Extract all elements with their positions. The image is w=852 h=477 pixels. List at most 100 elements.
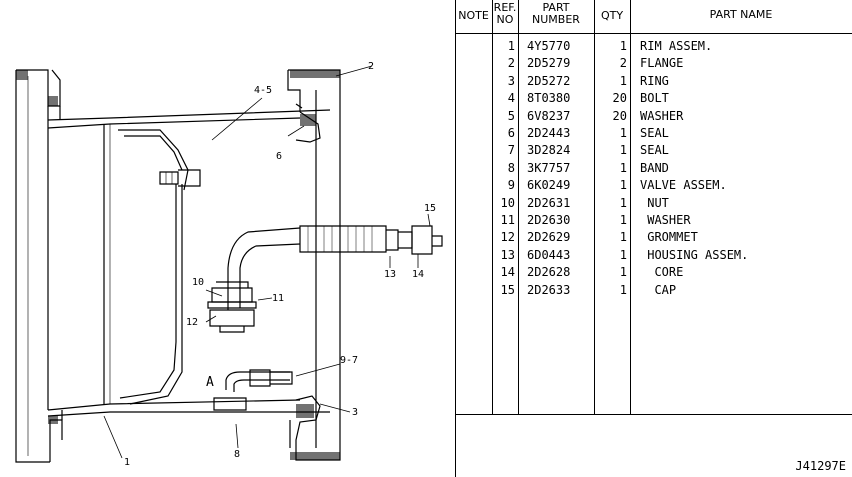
ref-cell: 15 [500, 282, 515, 297]
header-part-line1: PART [542, 1, 570, 14]
part-number-cell: 2D5272 [527, 73, 571, 88]
part-name-cell: GROMMET [640, 230, 698, 245]
table-row: 6 2D2443 1 SEAL [455, 125, 852, 142]
header-part-line2: NUMBER [532, 13, 580, 26]
callout-10: 10 [192, 277, 205, 288]
table-row: 5 6V8237 20 WASHER [455, 108, 852, 125]
qty-cell: 1 [619, 160, 627, 175]
qty-cell: 2 [619, 56, 627, 71]
part-number-cell: 8T0380 [527, 91, 571, 106]
callout-1: 1 [124, 457, 131, 468]
ref-cell: 14 [500, 265, 515, 280]
part-name-cell: HOUSING ASSEM. [640, 247, 749, 262]
part-name-cell: SEAL [640, 143, 669, 158]
table-row: 8 3K7757 1 BAND [455, 160, 852, 177]
part-number-cell: 2D2628 [527, 265, 571, 280]
col-divider-number [594, 0, 595, 414]
qty-cell: 1 [619, 73, 627, 88]
col-divider-note [492, 0, 493, 414]
rim-assembly-drawing: 1 2 3 4-5 6 8 9-7 10 11 12 13 14 15 A [15, 61, 443, 468]
part-name-cell: CORE [640, 265, 684, 280]
part-number-cell: 3K7757 [527, 160, 571, 175]
qty-cell: 1 [619, 195, 627, 210]
ref-cell: 13 [500, 247, 515, 262]
ref-cell: 10 [500, 195, 515, 210]
table-row: 3 2D5272 1 RING [455, 73, 852, 90]
callout-6: 6 [276, 151, 283, 162]
header-ref: REF. NO [492, 2, 518, 26]
header-divider [455, 33, 852, 34]
part-number-cell: 6D0443 [527, 247, 571, 262]
part-number-cell: 6V8237 [527, 108, 571, 123]
ref-cell: 8 [507, 160, 515, 175]
table-row: 9 6K0249 1 VALVE ASSEM. [455, 177, 852, 194]
ref-cell: 9 [507, 178, 515, 193]
table-row: 11 2D2630 1 WASHER [455, 212, 852, 229]
callout-14: 14 [412, 269, 425, 280]
drawing-id: J41297E [795, 459, 846, 473]
part-number-cell: 2D2629 [527, 230, 571, 245]
part-name-cell: WASHER [640, 108, 684, 123]
callout-a: A [206, 375, 214, 390]
ref-cell: 2 [507, 56, 515, 71]
qty-cell: 1 [619, 265, 627, 280]
part-number-cell: 2D2633 [527, 282, 571, 297]
qty-cell: 1 [619, 230, 627, 245]
header-qty: QTY [600, 9, 624, 22]
header-part-number: PART NUMBER [518, 2, 594, 26]
part-number-cell: 2D2631 [527, 195, 571, 210]
part-name-cell: BAND [640, 160, 669, 175]
callout-3: 3 [352, 407, 359, 418]
part-name-cell: RIM ASSEM. [640, 39, 713, 53]
part-name-cell: RING [640, 73, 669, 88]
qty-cell: 1 [619, 213, 627, 227]
qty-cell: 20 [612, 91, 627, 106]
ref-cell: 5 [507, 108, 515, 123]
rim-cross-section-illustration [15, 65, 443, 463]
table-row: 10 2D2631 1 NUT [455, 195, 852, 212]
ref-cell: 11 [500, 213, 515, 227]
part-name-cell: FLANGE [640, 56, 684, 71]
header-note: NOTE [458, 9, 489, 22]
header-ref-line2: NO [496, 13, 514, 26]
col-divider-ref [518, 0, 519, 414]
table-row: 12 2D2629 1 GROMMET [455, 229, 852, 246]
part-name-cell: CAP [640, 282, 677, 297]
qty-cell: 20 [612, 108, 627, 123]
header-part-name: PART NAME [709, 8, 773, 21]
header-ref-line1: REF. [493, 1, 517, 14]
parts-list-table: NOTE REF. NO PART NUMBER QTY PART NAME 1… [455, 0, 852, 477]
part-name-cell: VALVE ASSEM. [640, 178, 727, 193]
part-number-cell: 3D2824 [527, 143, 571, 158]
table-bottom-border [455, 414, 852, 415]
callout-13: 13 [384, 269, 397, 280]
ref-cell: 7 [507, 143, 515, 158]
part-name-cell: WASHER [640, 213, 691, 227]
callout-4-5: 4-5 [254, 85, 273, 96]
callout-8: 8 [234, 449, 241, 460]
callout-2: 2 [368, 61, 375, 72]
table-row: 2 2D5279 2 FLANGE [455, 55, 852, 72]
part-name-cell: BOLT [640, 91, 669, 106]
qty-cell: 1 [619, 39, 627, 53]
ref-cell: 1 [507, 39, 515, 53]
ref-cell: 3 [507, 73, 515, 88]
part-number-cell: 2D2443 [527, 126, 571, 140]
part-number-cell: 2D5279 [527, 56, 571, 71]
part-number-cell: 2D2630 [527, 213, 571, 227]
ref-cell: 6 [507, 126, 515, 140]
callout-9-7: 9-7 [340, 355, 359, 366]
table-border-left [455, 0, 456, 477]
qty-cell: 1 [619, 247, 627, 262]
callout-11: 11 [272, 293, 285, 304]
callout-15: 15 [424, 203, 437, 214]
part-number-cell: 6K0249 [527, 178, 571, 193]
part-name-cell: SEAL [640, 126, 669, 140]
qty-cell: 1 [619, 126, 627, 140]
qty-cell: 1 [619, 178, 627, 193]
ref-cell: 12 [500, 230, 515, 245]
part-name-cell: NUT [640, 195, 669, 210]
